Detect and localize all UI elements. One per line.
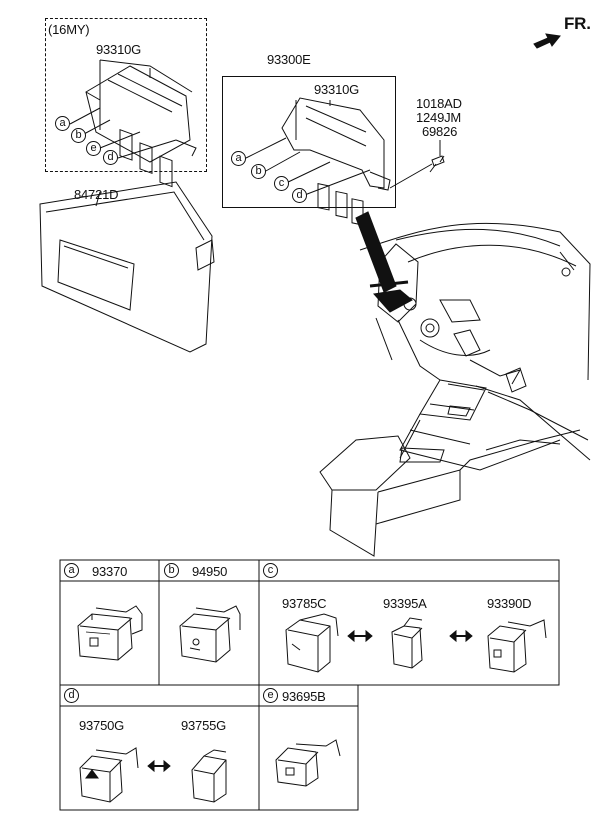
switch-93755g-illustration [191, 749, 227, 803]
part-number-label: 93310G [96, 42, 142, 57]
part-number-label: 1018AD [416, 96, 462, 111]
model-year-tag: (16MY) [48, 22, 90, 37]
double-arrow-icon [147, 759, 171, 773]
assembly-93300e-box [222, 76, 396, 208]
side-panel-84721d [39, 181, 215, 353]
switch-93395a-illustration [391, 617, 423, 669]
double-arrow-icon [449, 629, 473, 643]
legend-part-a: 93370 [92, 564, 128, 579]
callout-b: b [71, 128, 86, 143]
switch-bracket-16my [69, 59, 197, 188]
double-arrow-icon [347, 629, 373, 643]
legend-key-b: b [164, 563, 179, 578]
part-number-label: 84721D [74, 187, 119, 202]
callout-c: c [274, 176, 289, 191]
legend-key-e: e [263, 688, 278, 703]
switch-94950-illustration [179, 605, 241, 663]
legend-part-d1: 93750G [79, 718, 125, 733]
callout-arrow-icon [355, 211, 397, 293]
legend-part-d2: 93755G [181, 718, 227, 733]
callout-e: e [86, 141, 101, 156]
dashboard-console-illustration [319, 222, 591, 557]
part-number-label: 93300E [267, 52, 311, 67]
legend-part-c2: 93395A [383, 596, 427, 611]
legend-part-b: 94950 [192, 564, 228, 579]
group-16my-box [45, 18, 207, 172]
screw-icon [429, 140, 445, 173]
callout-a: a [231, 151, 246, 166]
legend-key-a: a [64, 563, 79, 578]
switch-93695b-illustration [275, 739, 341, 787]
part-number-label: 93310G [314, 82, 360, 97]
legend-key-d: d [64, 688, 79, 703]
front-direction-arrow-icon [533, 33, 561, 49]
legend-table-grid [59, 559, 560, 811]
switch-93390d-illustration [487, 619, 547, 673]
switch-93785c-illustration [285, 613, 339, 673]
part-number-label: 1249JM [416, 110, 462, 125]
switch-93370-illustration [77, 605, 143, 661]
callout-d: d [103, 150, 118, 165]
switch-93750g-illustration [79, 747, 139, 803]
legend-part-e: 93695B [282, 689, 326, 704]
callout-a: a [55, 116, 70, 131]
legend-part-c1: 93785C [282, 596, 327, 611]
callout-b: b [251, 164, 266, 179]
legend-key-c: c [263, 563, 278, 578]
front-direction-label: FR. [564, 14, 591, 33]
switch-bracket-assembly [245, 97, 433, 226]
callout-d: d [292, 188, 307, 203]
part-number-label: 69826 [422, 124, 458, 139]
legend-part-c3: 93390D [487, 596, 532, 611]
